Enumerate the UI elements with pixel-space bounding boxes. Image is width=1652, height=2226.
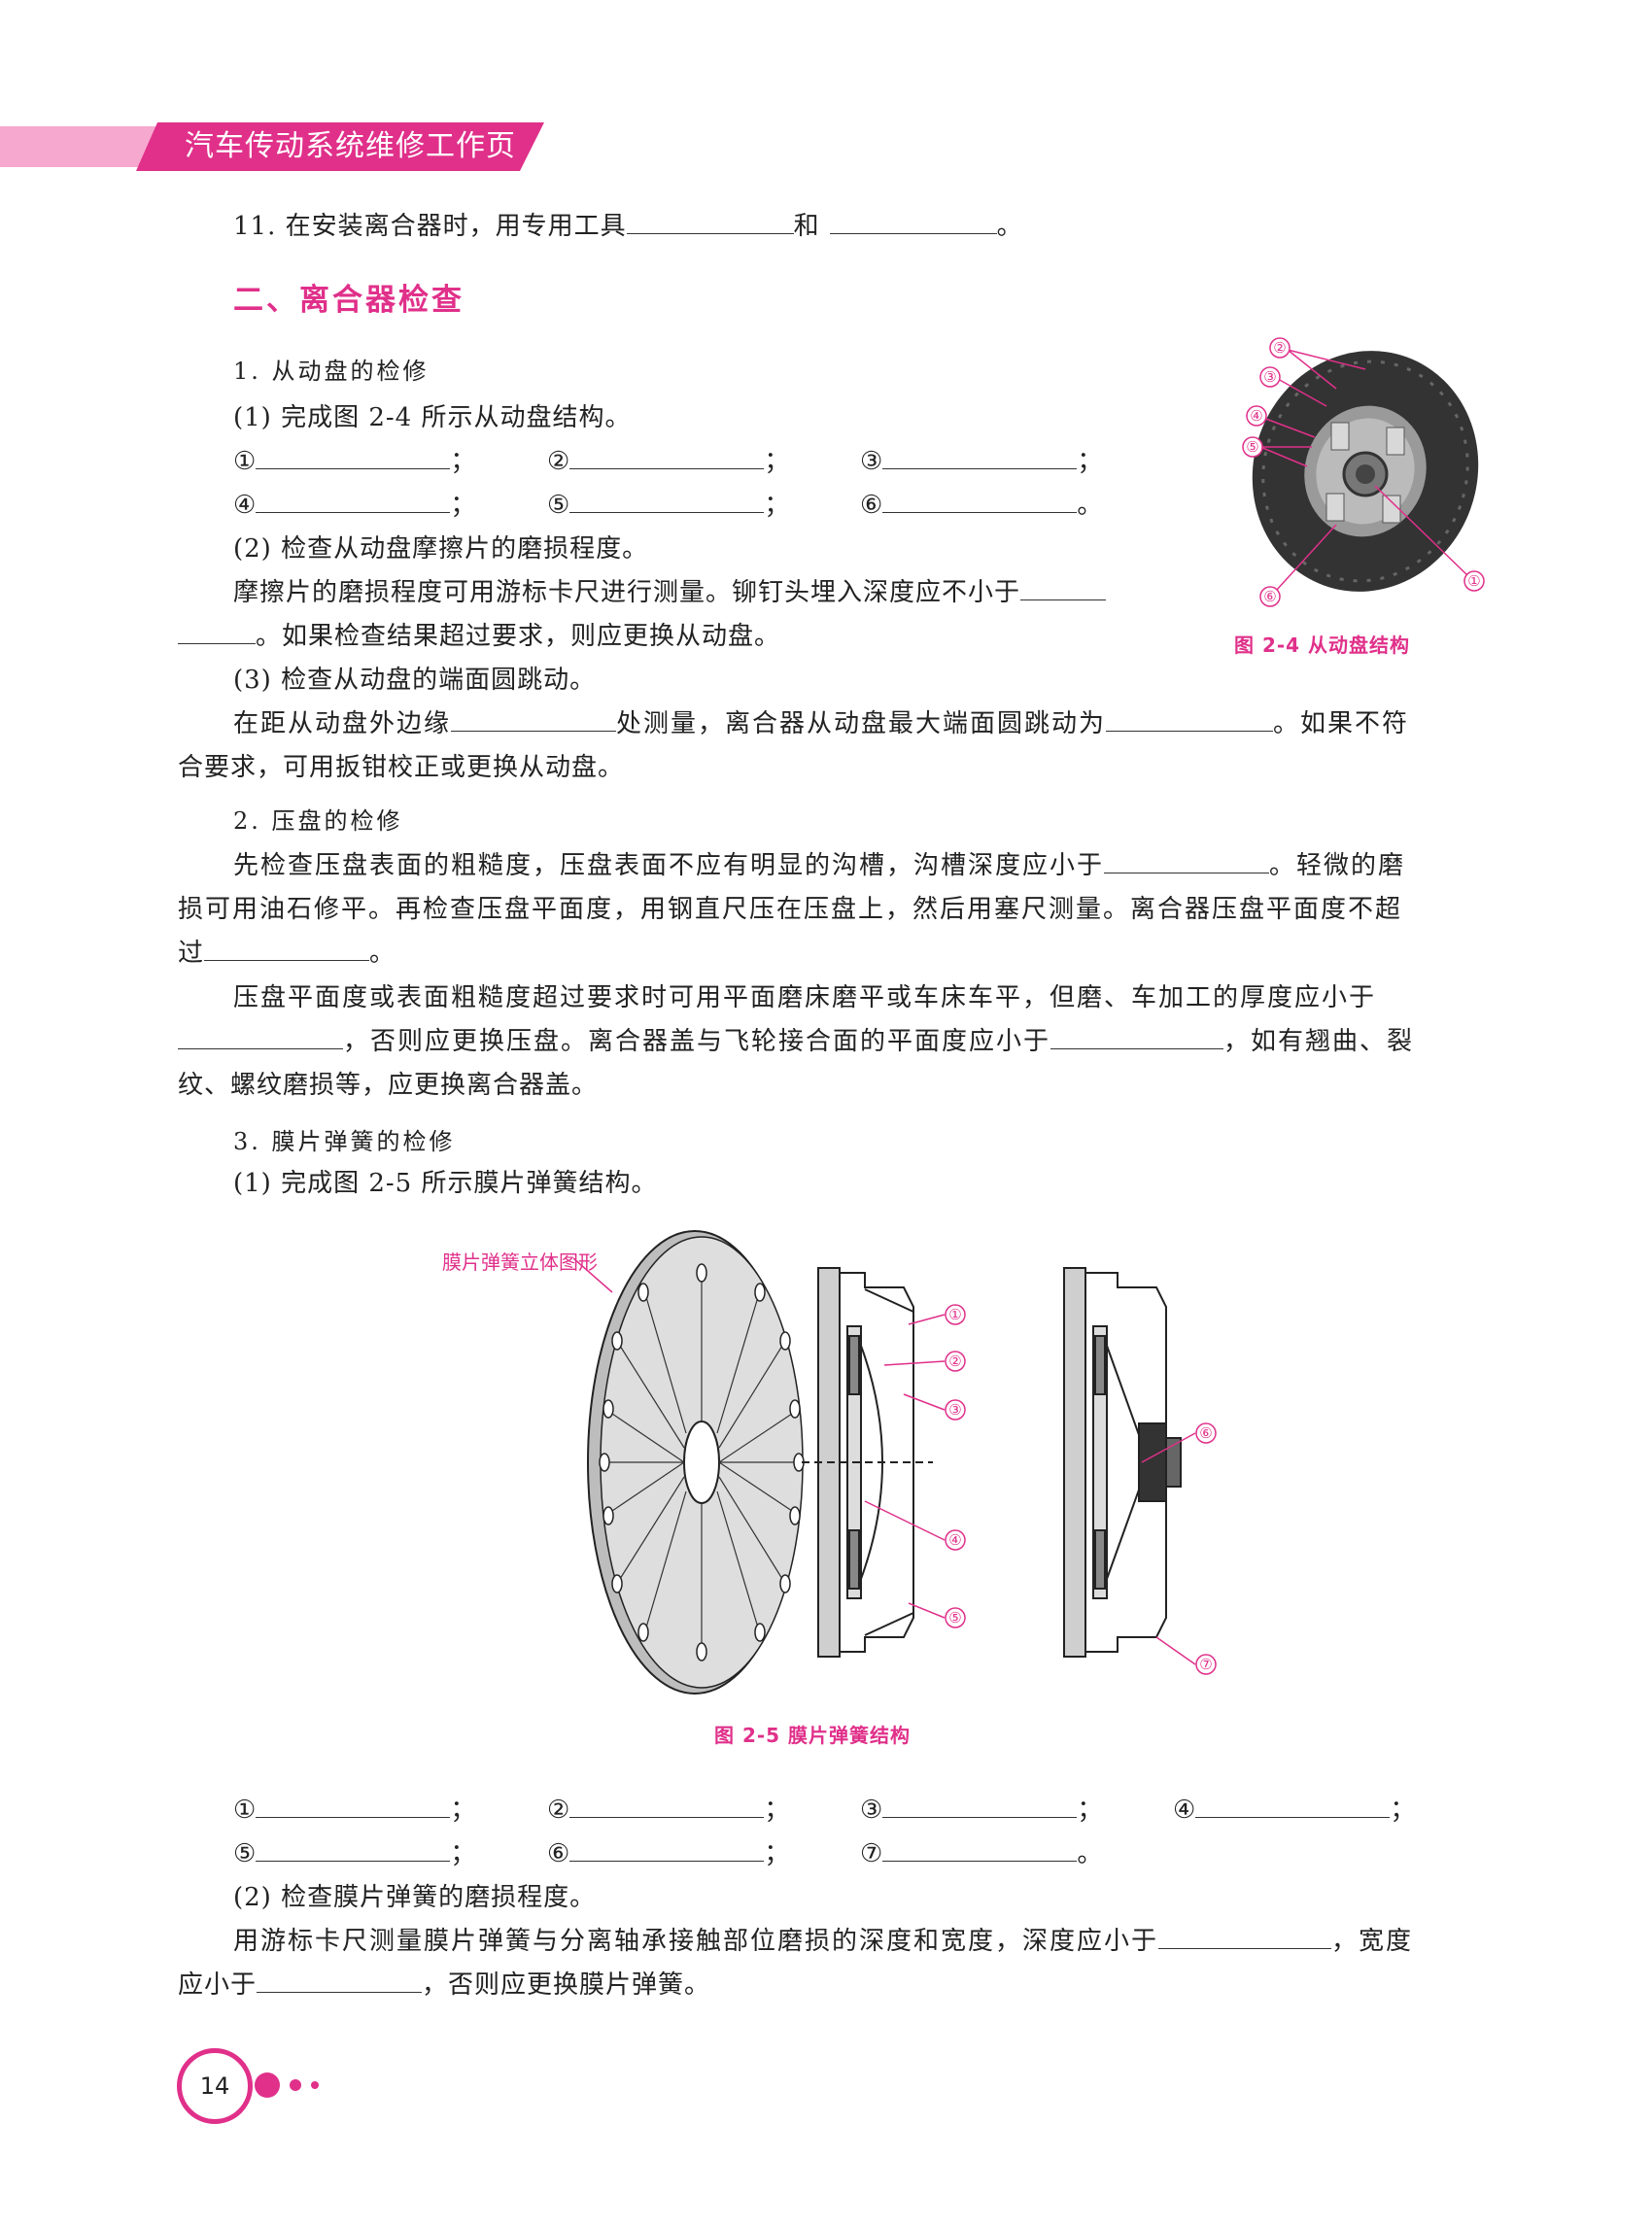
- page-number: 14: [199, 2072, 230, 2100]
- decorative-dot: [311, 2081, 319, 2089]
- blank[interactable]: [1104, 849, 1270, 873]
- paragraph-line: 应小于，否则应更换膜片弹簧。: [178, 1969, 711, 2000]
- answer-row: ⑤；: [547, 489, 790, 520]
- q11-line: 11. 在安装离合器时，用专用工具和。: [233, 210, 1023, 241]
- page-number-badge: [177, 2048, 253, 2124]
- blank[interactable]: [257, 1969, 423, 1993]
- paragraph-line: 先检查压盘表面的粗糙度，压盘表面不应有明显的沟槽，沟槽深度应小于。轻微的磨: [233, 849, 1406, 880]
- paragraph-line: 损可用油石修平。再检查压盘平面度，用钢直尺压在压盘上，然后用塞尺测量。离合器压盘…: [178, 895, 1403, 924]
- blank[interactable]: [882, 1794, 1078, 1818]
- blank[interactable]: [829, 210, 997, 234]
- blank[interactable]: [882, 445, 1078, 469]
- blank[interactable]: [1106, 707, 1274, 732]
- header-banner: [0, 122, 544, 171]
- blank[interactable]: [569, 489, 765, 513]
- blank[interactable]: [256, 489, 451, 513]
- paragraph-line: 在距从动盘外边缘处测量，离合器从动盘最大端面圆跳动为。如果不符: [233, 707, 1410, 738]
- paragraph-line: 合要求，可用扳钳校正或更换从动盘。: [178, 753, 625, 782]
- decorative-dot: [255, 2072, 280, 2098]
- answer-row: ⑥；: [547, 1837, 790, 1868]
- answer-row: ⑥。: [860, 489, 1103, 520]
- figure-label: ③: [1263, 368, 1276, 386]
- answer-row: ③；: [860, 445, 1103, 476]
- answer-row: ②；: [547, 1794, 790, 1825]
- blank[interactable]: [178, 1025, 343, 1049]
- figure-label: ③: [948, 1401, 961, 1419]
- subsection-title: 3. 膜片弹簧的检修: [233, 1128, 456, 1155]
- section-title: 二、离合器检查: [233, 283, 465, 318]
- figure-label: ①: [1467, 572, 1480, 590]
- blank[interactable]: [451, 707, 617, 732]
- figure-label: ⑥: [1263, 588, 1276, 605]
- figure-label: ⑦: [1199, 1656, 1212, 1673]
- blank[interactable]: [1050, 1025, 1224, 1049]
- subsection-title: 2. 压盘的检修: [233, 807, 403, 835]
- figure-label: ⑥: [1199, 1424, 1212, 1442]
- answer-row: ①；: [233, 1794, 476, 1825]
- driven-disc-figure: ② ③ ④ ⑤ ① ⑥: [1242, 337, 1485, 607]
- paragraph-line: ，否则应更换压盘。离合器盖与飞轮接合面的平面度应小于，如有翘曲、裂: [178, 1024, 1414, 1059]
- question: (3) 检查从动盘的端面圆跳动。: [233, 666, 597, 695]
- figure-label: ④: [948, 1531, 961, 1549]
- figure-label-3d: 膜片弹簧立体图形: [442, 1250, 598, 1274]
- paragraph-line: 摩擦片的磨损程度可用游标卡尺进行测量。铆钉头埋入深度应不小于: [233, 575, 1107, 610]
- paragraph-line: 过。: [178, 937, 396, 968]
- figure-label: ⑤: [948, 1609, 961, 1627]
- question: (1) 完成图 2-5 所示膜片弹簧结构。: [233, 1169, 658, 1198]
- answer-row: ⑦。: [860, 1837, 1103, 1868]
- figure-label: ④: [1250, 407, 1262, 425]
- blank[interactable]: [882, 1837, 1078, 1862]
- answer-row: ①；: [233, 445, 476, 476]
- answer-row: ③；: [860, 1794, 1103, 1825]
- blank[interactable]: [569, 1837, 765, 1862]
- blank[interactable]: [569, 445, 765, 469]
- figure-label: ⑤: [1246, 438, 1258, 456]
- blank[interactable]: [626, 210, 794, 234]
- figure-label: ②: [1273, 339, 1286, 357]
- decorative-dot: [290, 2079, 301, 2091]
- figure-label: ①: [948, 1306, 961, 1323]
- paragraph-line: 压盘平面度或表面粗糙度超过要求时可用平面磨床磨平或车床车平，但磨、车加工的厚度应…: [233, 983, 1377, 1012]
- figure-caption: 图 2-5 膜片弹簧结构: [714, 1724, 912, 1747]
- question: (2) 检查膜片弹簧的磨损程度。: [233, 1883, 597, 1912]
- figure-label: ②: [948, 1353, 961, 1370]
- paragraph-line: 用游标卡尺测量膜片弹簧与分离轴承接触部位磨损的深度和宽度，深度应小于，宽度: [233, 1925, 1414, 1956]
- header-title: 汽车传动系统维修工作页: [185, 129, 516, 163]
- paragraph-line: 。如果检查结果超过要求，则应更换从动盘。: [178, 619, 780, 654]
- answer-row: ④；: [1173, 1794, 1416, 1825]
- blank[interactable]: [1195, 1794, 1391, 1818]
- diaphragm-spring-figure: ① ② ③ ④ ⑤ ⑥ ⑦: [573, 1230, 1217, 1695]
- blank[interactable]: [1020, 576, 1107, 600]
- blank[interactable]: [569, 1794, 765, 1818]
- answer-row: ④；: [233, 489, 476, 520]
- question: (2) 检查从动盘摩擦片的磨损程度。: [233, 534, 649, 564]
- blank[interactable]: [882, 489, 1078, 513]
- blank[interactable]: [204, 937, 370, 961]
- blank[interactable]: [178, 620, 256, 644]
- subsection-title: 1. 从动盘的检修: [233, 358, 430, 385]
- paragraph-line: 纹、螺纹磨损等，应更换离合器盖。: [178, 1071, 599, 1100]
- figure-caption: 图 2-4 从动盘结构: [1234, 634, 1411, 657]
- answer-row: ⑤；: [233, 1837, 476, 1868]
- question: (1) 完成图 2-4 所示从动盘结构。: [233, 403, 632, 432]
- blank[interactable]: [256, 1794, 451, 1818]
- blank[interactable]: [256, 445, 451, 469]
- answer-row: ②；: [547, 445, 790, 476]
- blank[interactable]: [256, 1837, 451, 1862]
- blank[interactable]: [1158, 1925, 1332, 1949]
